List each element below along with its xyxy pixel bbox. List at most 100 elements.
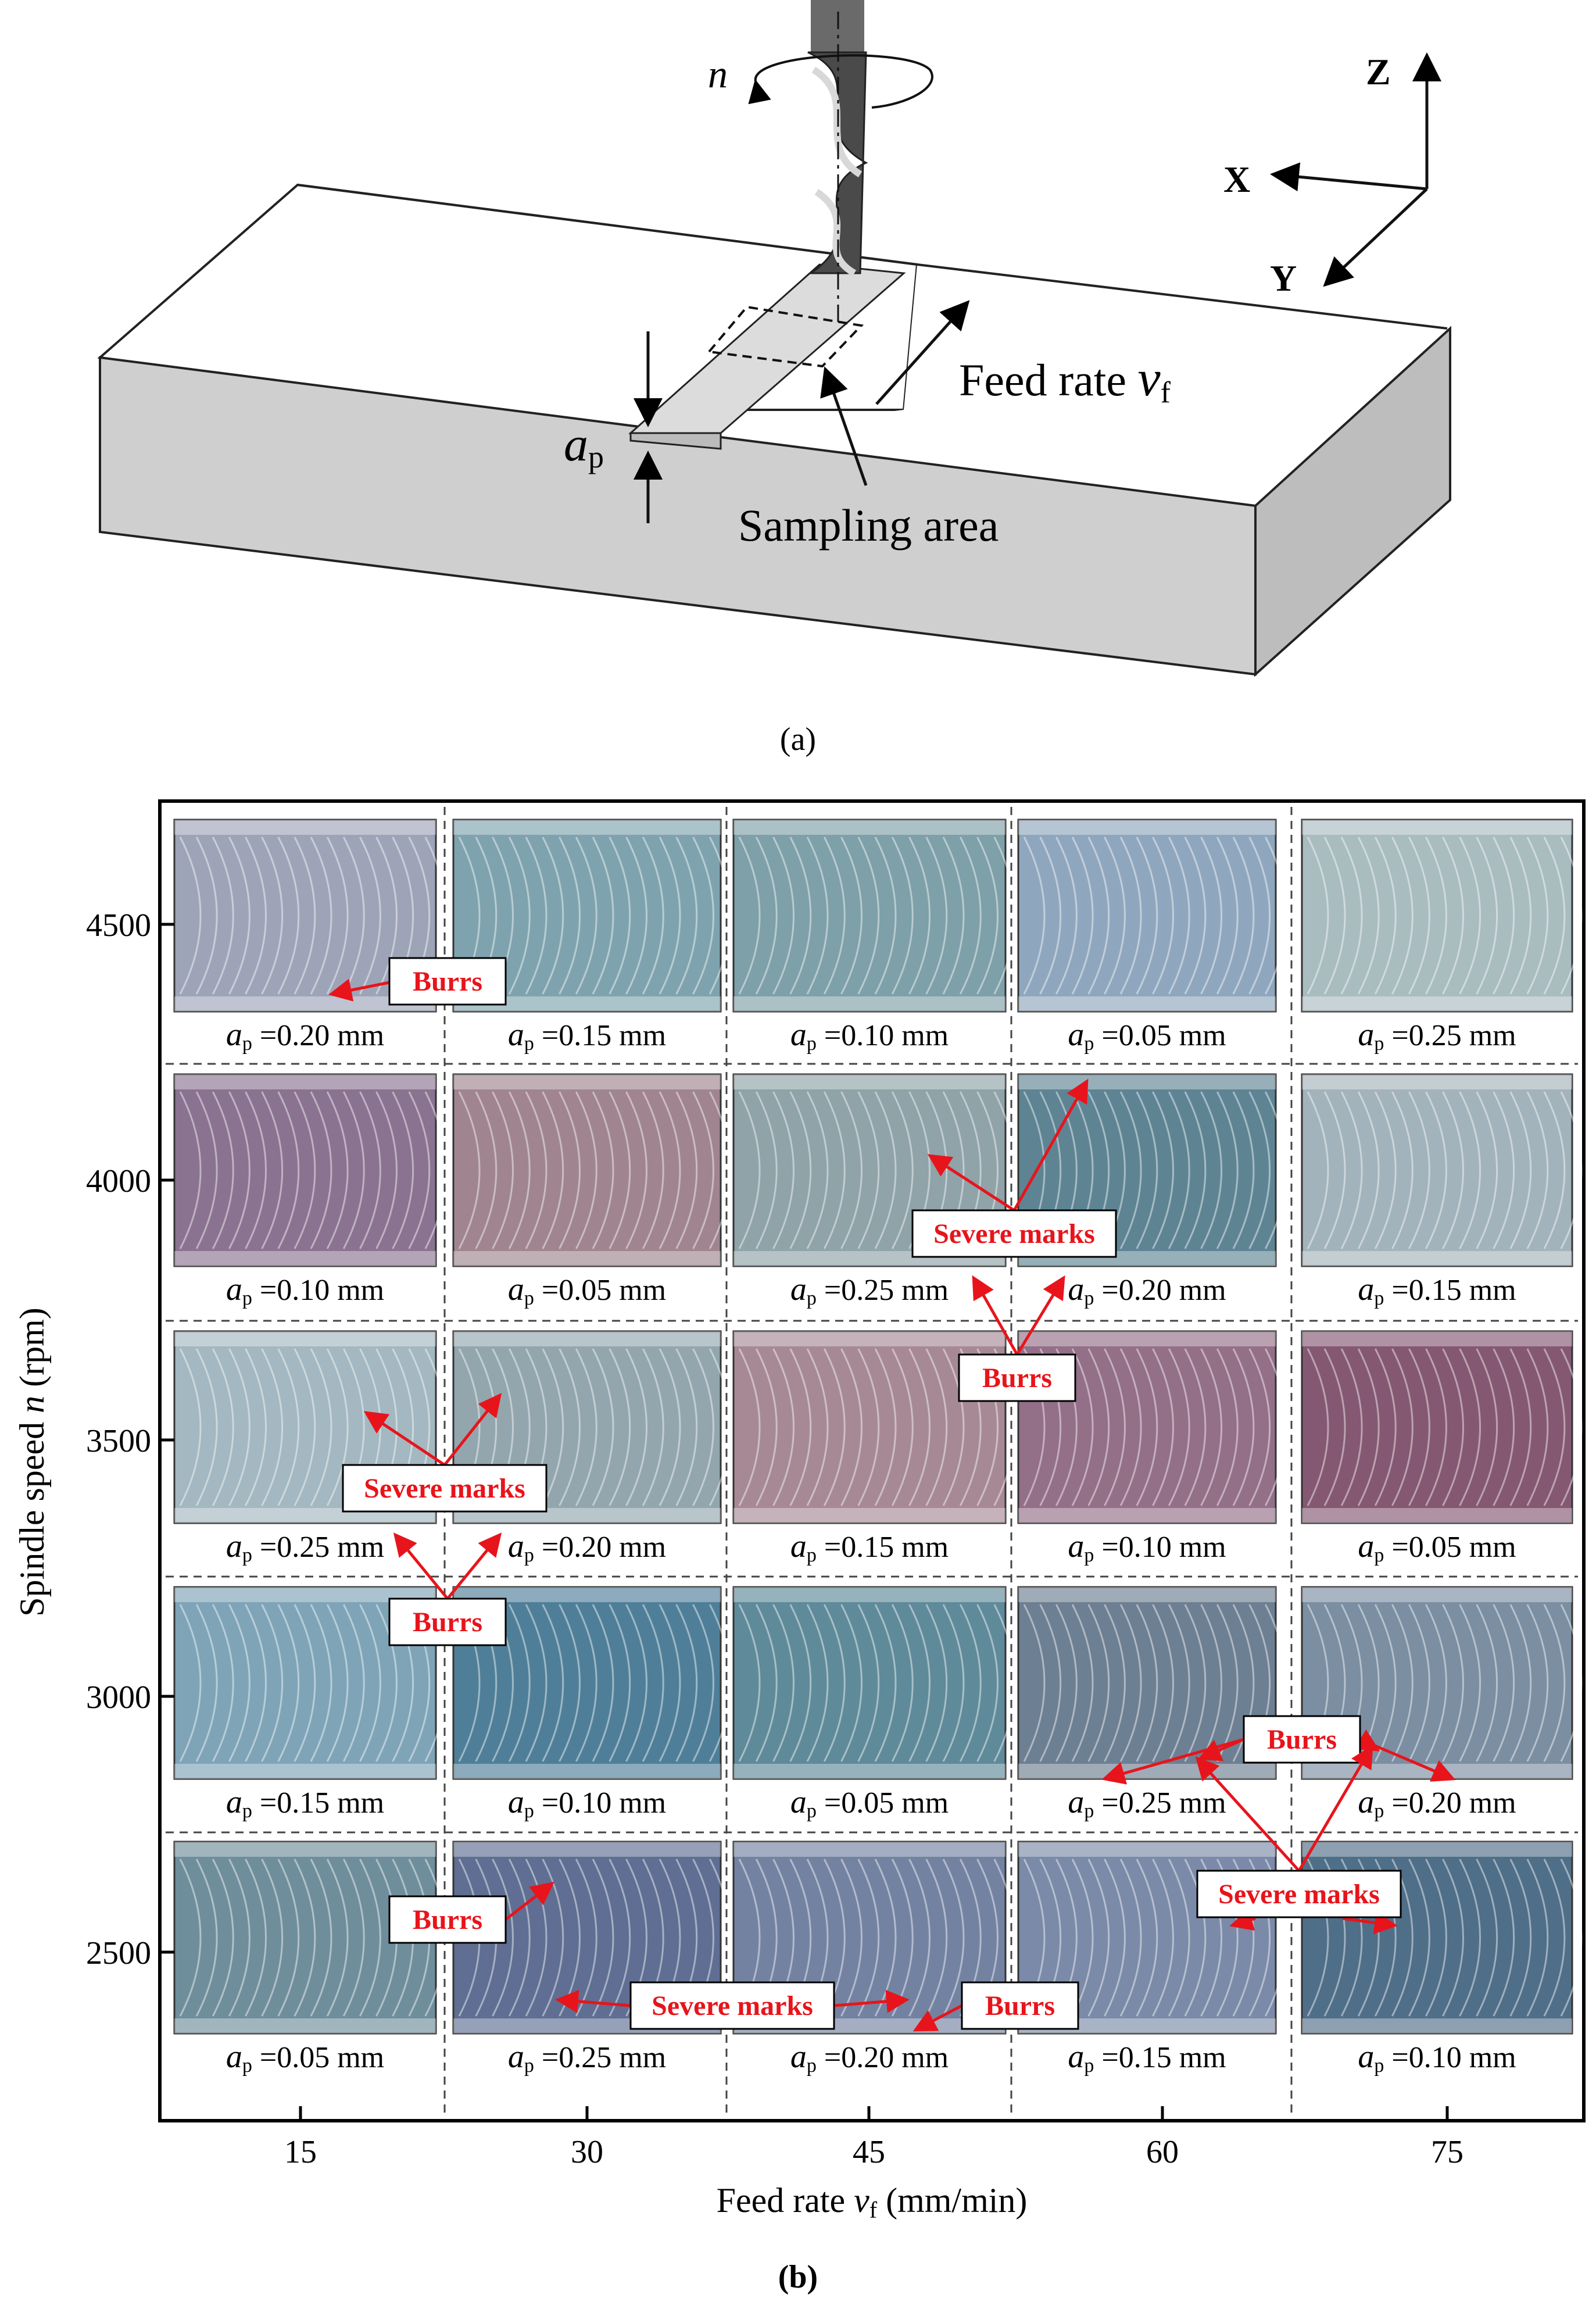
tool-mark xyxy=(738,1604,761,1762)
tool-mark xyxy=(575,1348,597,1506)
x-tick-label: 75 xyxy=(1431,2134,1463,2170)
callout-arrow xyxy=(393,1532,449,1600)
tool-mark xyxy=(294,1604,316,1762)
tool-mark xyxy=(508,837,531,995)
tool-mark xyxy=(738,837,761,995)
tool-mark xyxy=(874,1859,897,2017)
tool-mark xyxy=(625,1091,647,1249)
tool-mark xyxy=(277,1348,300,1506)
depth-of-cut-label: ap =0.05 mm xyxy=(1358,1528,1516,1566)
tool-mark xyxy=(1168,1604,1190,1762)
panel-b-caption: (b) xyxy=(778,2259,818,2295)
callout-box xyxy=(388,957,507,1006)
callout-arrow xyxy=(912,2004,963,2032)
y-tick-label: 3000 xyxy=(86,1679,151,1716)
slot-edge-bottom xyxy=(453,1764,721,1779)
tool-mark xyxy=(1152,1091,1174,1249)
tool-mark xyxy=(212,1348,234,1506)
tool-mark xyxy=(179,1604,202,1762)
tool-mark xyxy=(1136,1604,1158,1762)
tool-mark xyxy=(212,1859,234,2017)
tool-mark xyxy=(1119,1348,1142,1506)
callout-arrow xyxy=(1342,1911,1398,1935)
tool-mark xyxy=(1340,837,1363,995)
tool-mark xyxy=(1340,1348,1363,1506)
tool-mark xyxy=(891,1604,914,1762)
tool-mark xyxy=(840,1091,863,1249)
tool-mark xyxy=(1408,1348,1430,1506)
tool-mark xyxy=(179,1348,202,1506)
slot-edge-top xyxy=(453,820,721,835)
tool-mark xyxy=(559,1348,581,1506)
tool-mark xyxy=(1104,1348,1126,1506)
tool-mark xyxy=(1391,1604,1414,1762)
sample-cell: ap =0.10 mm xyxy=(1301,1841,1583,2077)
tool-mark xyxy=(277,1859,300,2017)
callout-arrow xyxy=(363,1411,446,1467)
sample-cell: ap =0.15 mm xyxy=(452,819,731,1055)
slot-edge-top xyxy=(1018,1842,1276,1857)
tool-mark xyxy=(1264,1091,1287,1249)
tool-mark xyxy=(475,1091,498,1249)
depth-of-cut-label: ap =0.15 mm xyxy=(790,1528,949,1566)
tool-mark xyxy=(942,1348,965,1506)
tool-mark xyxy=(1459,1859,1482,2017)
callout-arrow xyxy=(555,1989,631,2013)
tool-mark xyxy=(1168,837,1190,995)
slot-edge-top xyxy=(1018,1587,1276,1602)
tool-mark xyxy=(659,837,681,995)
tool-mark xyxy=(823,1348,846,1506)
tool-mark xyxy=(392,1091,414,1249)
tool-mark xyxy=(1357,1348,1380,1506)
tool-mark xyxy=(1340,1091,1363,1249)
tool-mark xyxy=(525,837,547,995)
z-axis-label: Z xyxy=(1366,51,1391,92)
slot-edge-bottom xyxy=(1018,1508,1276,1523)
tool-mark xyxy=(823,837,846,995)
tool-mark xyxy=(212,1091,234,1249)
tool-mark xyxy=(1425,1604,1447,1762)
tool-mark xyxy=(525,1859,547,2017)
tool-mark xyxy=(925,1604,948,1762)
tool-mark xyxy=(310,1091,332,1249)
burrs-callout-label: Burrs xyxy=(413,966,482,997)
tool-mark xyxy=(310,1348,332,1506)
tool-mark xyxy=(1136,1348,1158,1506)
tool-mark xyxy=(1248,1091,1271,1249)
tool-mark xyxy=(959,837,982,995)
tool-mark xyxy=(823,1091,846,1249)
block-top-outline xyxy=(297,184,1448,330)
callout-arrow xyxy=(1197,1738,1245,1761)
sample-cell: ap =0.15 mm xyxy=(173,1586,447,1822)
tool-mark xyxy=(592,1348,614,1506)
tool-mark xyxy=(772,1348,795,1506)
y-tick-label: 4000 xyxy=(86,1163,151,1199)
callout-box xyxy=(388,1598,507,1646)
slot-edge-top xyxy=(733,1587,1005,1602)
callout-arrow xyxy=(1195,1756,1300,1872)
tool-mark xyxy=(342,1604,365,1762)
tool-mark xyxy=(559,837,581,995)
tool-mark xyxy=(1232,1091,1255,1249)
depth-of-cut-label: ap =0.15 mm xyxy=(508,1017,666,1055)
tool-mark xyxy=(294,1348,316,1506)
slot-edge-bottom xyxy=(453,1251,721,1266)
tool-mark xyxy=(708,1348,731,1506)
tool-mark xyxy=(789,1091,812,1249)
tool-mark xyxy=(575,1604,597,1762)
tool-mark xyxy=(1087,1348,1110,1506)
feed-direction-arrow xyxy=(875,300,970,405)
sample-photo xyxy=(1301,1330,1573,1524)
tool-mark xyxy=(1119,1091,1142,1249)
depth-of-cut-label: ap =0.05 mm xyxy=(226,2039,384,2077)
tool-mark xyxy=(1374,1091,1397,1249)
sampling-area-outline xyxy=(707,305,864,368)
tool-mark xyxy=(1560,1091,1583,1249)
tool-mark xyxy=(1152,1348,1174,1506)
tool-mark xyxy=(1476,837,1498,995)
tool-mark xyxy=(840,1859,863,2017)
tool-mark xyxy=(857,837,880,995)
callout-box xyxy=(342,1464,547,1513)
tool-mark xyxy=(1442,837,1464,995)
